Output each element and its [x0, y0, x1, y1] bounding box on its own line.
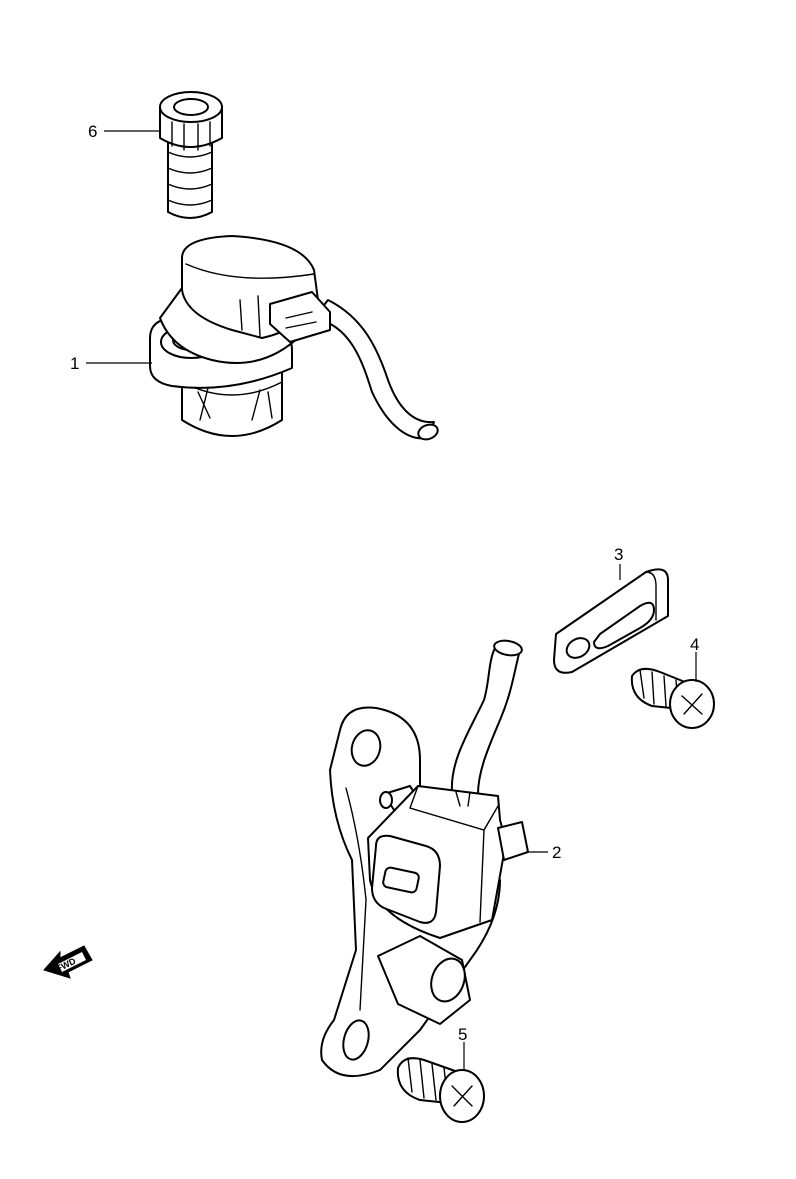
callout-2: 2 [552, 843, 561, 862]
part-5-screw[interactable] [396, 1057, 485, 1123]
fwd-arrow-icon: FWD [43, 945, 93, 979]
callout-5: 5 [458, 1025, 467, 1044]
part-3-plate[interactable] [553, 568, 669, 674]
callout-1: 1 [70, 354, 79, 373]
callout-3: 3 [614, 545, 623, 564]
callout-4: 4 [690, 635, 699, 654]
part-4-screw[interactable] [630, 667, 715, 729]
part-2-sensor-bracket[interactable] [320, 639, 529, 1077]
part-6-bolt[interactable] [159, 91, 223, 219]
part-1-sensor[interactable] [149, 235, 440, 442]
callout-6: 6 [88, 122, 97, 141]
